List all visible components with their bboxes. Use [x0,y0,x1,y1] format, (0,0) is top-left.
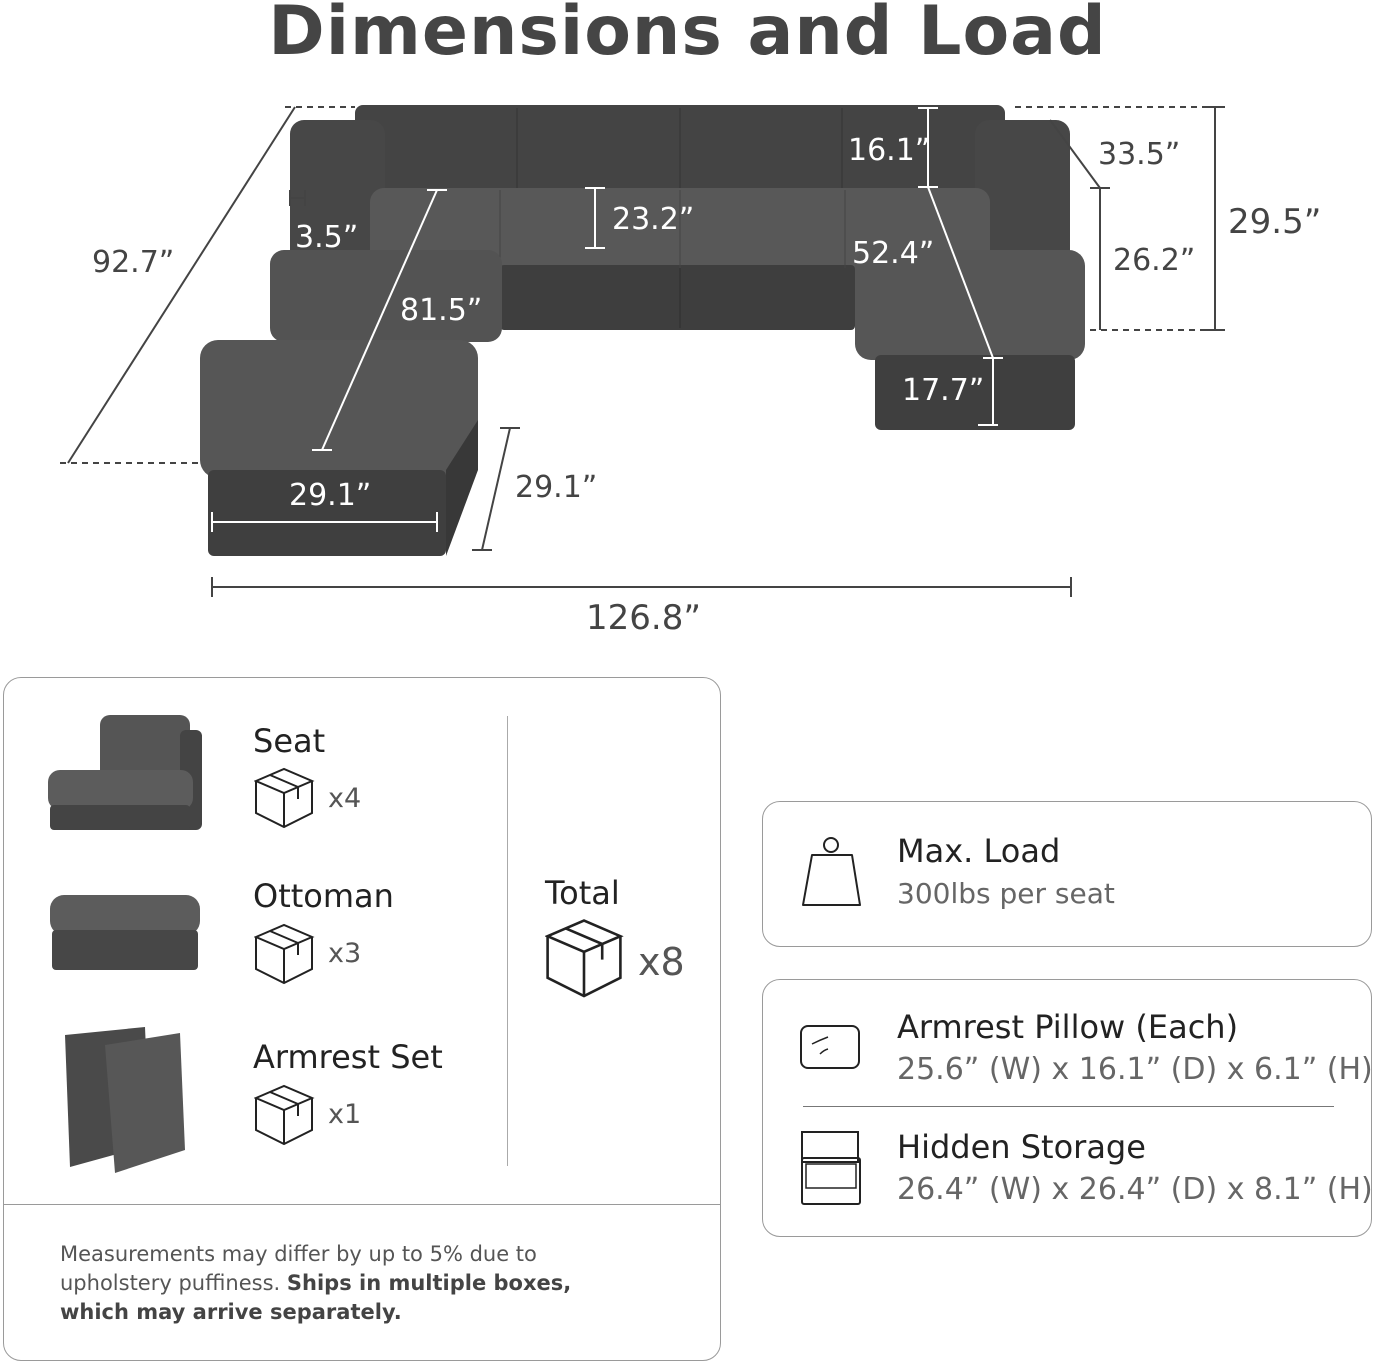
dim-seat-back-height: 26.2” [1113,243,1196,278]
page-title: Dimensions and Load [268,0,1107,71]
box-icon [255,924,313,984]
component-count-ottoman: x3 [328,938,362,969]
weight-icon [802,837,861,906]
seat-image [48,715,202,830]
divider [507,716,508,1166]
dim-total-height: 29.5” [1228,202,1322,242]
ottoman-image [50,895,200,970]
sofa-illustration [200,105,1085,556]
divider [803,1106,1334,1107]
dim-chaise-length: 81.5” [400,293,483,328]
dimension-lines-inner [211,107,1003,532]
max-load-card [762,801,1372,947]
box-icon [255,768,313,828]
dim-ottoman-width: 29.1” [289,478,372,513]
armrest-pillow-title: Armrest Pillow (Each) [897,1008,1239,1046]
armrest-set-image [65,1027,185,1173]
dim-back-height: 16.1” [848,133,931,168]
component-label-seat: Seat [253,722,326,760]
dim-arm-depth: 33.5” [1098,137,1181,172]
dimension-lines [60,106,1225,597]
box-icon [546,919,622,998]
dim-ottoman-height: 17.7” [902,373,985,408]
component-label-armrest-set: Armrest Set [253,1038,443,1076]
dim-armrest-width: 3.5” [295,220,359,255]
hidden-storage-title: Hidden Storage [897,1128,1146,1166]
hidden-storage-value: 26.4” (W) x 26.4” (D) x 8.1” (H) [897,1172,1373,1207]
storage-box-icon [801,1131,861,1205]
dim-diagonal-depth: 92.7” [92,245,175,280]
total-label: Total [545,874,620,912]
accessory-specs-card [762,979,1372,1237]
pillow-icon [800,1025,860,1069]
dim-total-width: 126.8” [586,598,701,638]
component-images [48,715,202,1173]
max-load-value: 300lbs per seat [897,877,1115,910]
box-icon [255,1085,313,1145]
armrest-pillow-value: 25.6” (W) x 16.1” (D) x 6.1” (H) [897,1052,1373,1087]
dim-seat-height: 23.2” [612,202,695,237]
total-count: x8 [638,940,685,984]
max-load-title: Max. Load [897,832,1061,870]
sofa-diagram [60,105,1225,597]
dim-ottoman-depth: 29.1” [515,470,598,505]
dim-right-chaise-length: 52.4” [852,236,935,271]
component-count-armrest-set: x1 [328,1099,362,1130]
note-bold: Ships in multiple boxes, which may arriv… [60,1271,572,1324]
divider [4,1204,720,1205]
note-regular: Measurements may differ by up to 5% due … [60,1242,537,1295]
disclaimer-note: Measurements may differ by up to 5% due … [60,1240,620,1327]
component-label-ottoman: Ottoman [253,877,394,915]
component-count-seat: x4 [328,783,362,814]
